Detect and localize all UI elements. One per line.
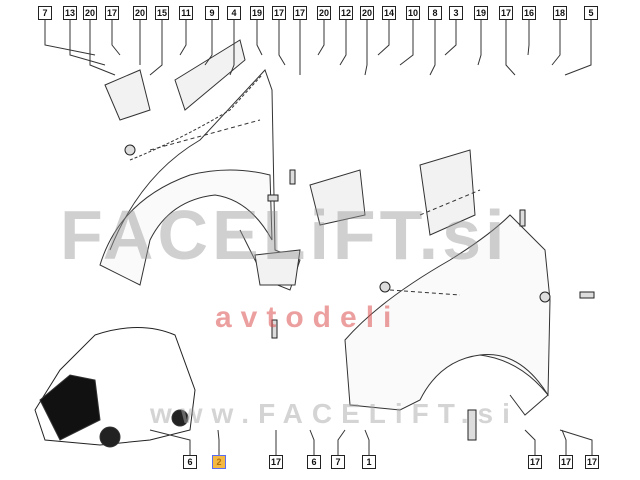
callout-bottom-2[interactable]: 2	[212, 455, 226, 469]
leader-line	[278, 20, 286, 66]
dashed-guide	[389, 289, 461, 296]
leader-line	[339, 20, 347, 66]
callout-bottom-17[interactable]: 17	[559, 455, 573, 469]
leader-line	[309, 429, 315, 455]
callout-top-15[interactable]: 15	[155, 6, 169, 20]
callout-top-17[interactable]: 17	[499, 6, 513, 20]
leader-line	[505, 20, 516, 76]
leader-line	[204, 20, 213, 66]
callout-bottom-1[interactable]: 1	[362, 455, 376, 469]
leader-line	[229, 20, 235, 76]
leader-line	[317, 20, 325, 56]
callout-top-17[interactable]: 17	[105, 6, 119, 20]
leader-line	[149, 20, 163, 76]
callout-top-19[interactable]: 19	[250, 6, 264, 20]
leader-line	[551, 20, 561, 66]
callout-top-18[interactable]: 18	[553, 6, 567, 20]
leader-line	[364, 429, 370, 455]
bracket-part	[174, 39, 246, 111]
leader-line	[111, 20, 121, 56]
leader-line	[44, 20, 96, 56]
callout-top-7[interactable]: 7	[38, 6, 52, 20]
callout-top-16[interactable]: 16	[522, 6, 536, 20]
callout-top-20[interactable]: 20	[360, 6, 374, 20]
leader-line	[429, 20, 436, 76]
leader-line	[69, 20, 106, 66]
leader-line	[337, 429, 346, 455]
leader-line	[559, 429, 593, 455]
leader-line	[561, 429, 567, 455]
callout-top-10[interactable]: 10	[406, 6, 420, 20]
leader-line	[564, 20, 592, 76]
callout-top-17[interactable]: 17	[293, 6, 307, 20]
dashed-guide	[149, 119, 261, 151]
leader-line	[149, 429, 191, 455]
callout-bottom-7[interactable]: 7	[331, 455, 345, 469]
leader-line	[524, 429, 536, 455]
callout-top-9[interactable]: 9	[205, 6, 219, 20]
right-fender-part	[344, 214, 551, 411]
left-fender-part	[99, 169, 273, 286]
callout-bottom-17[interactable]: 17	[528, 455, 542, 469]
callout-bottom-17[interactable]: 17	[585, 455, 599, 469]
leader-line	[399, 20, 414, 66]
fasteners	[124, 144, 595, 441]
bracket-part	[254, 249, 301, 286]
leader-line	[377, 20, 390, 56]
leader-line	[179, 20, 187, 56]
callout-top-20[interactable]: 20	[317, 6, 331, 20]
callout-top-20[interactable]: 20	[83, 6, 97, 20]
callout-top-5[interactable]: 5	[584, 6, 598, 20]
callout-bottom-6[interactable]: 6	[307, 455, 321, 469]
leader-line	[527, 20, 530, 56]
bracket-part	[104, 69, 151, 121]
car-wheel	[99, 426, 121, 448]
callout-top-12[interactable]: 12	[339, 6, 353, 20]
callout-top-13[interactable]: 13	[63, 6, 77, 20]
leader-line	[256, 20, 263, 56]
callout-top-17[interactable]: 17	[272, 6, 286, 20]
leader-lines	[44, 20, 593, 455]
car-wheel	[171, 409, 189, 427]
callout-bottom-6[interactable]: 6	[183, 455, 197, 469]
bracket-part	[419, 149, 476, 236]
callout-top-20[interactable]: 20	[133, 6, 147, 20]
car-fender-highlight	[39, 374, 101, 441]
callout-top-8[interactable]: 8	[428, 6, 442, 20]
right-fender-flare	[479, 354, 549, 416]
leader-line	[217, 429, 220, 455]
leader-line	[444, 20, 457, 56]
bracket-part	[309, 169, 366, 226]
callout-top-19[interactable]: 19	[474, 6, 488, 20]
callout-top-4[interactable]: 4	[227, 6, 241, 20]
callout-top-14[interactable]: 14	[382, 6, 396, 20]
callout-top-11[interactable]: 11	[179, 6, 193, 20]
callout-top-3[interactable]: 3	[449, 6, 463, 20]
callout-bottom-17[interactable]: 17	[269, 455, 283, 469]
leader-line	[477, 20, 482, 66]
dashed-guide	[419, 189, 481, 216]
leader-line	[364, 20, 368, 76]
leader-line	[89, 20, 116, 76]
